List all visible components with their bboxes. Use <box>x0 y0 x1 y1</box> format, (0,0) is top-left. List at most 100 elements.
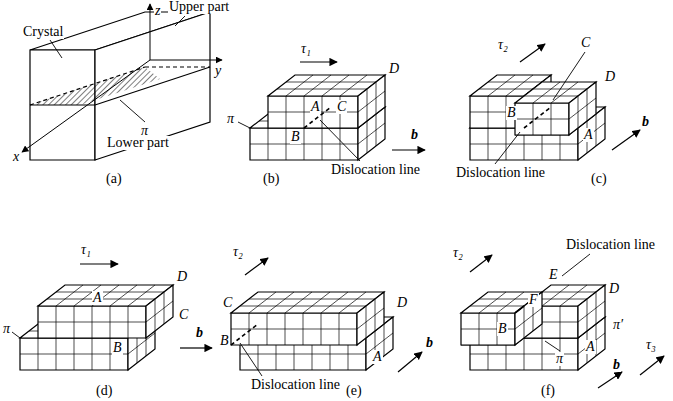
lattice-line <box>358 123 385 144</box>
lattice-line <box>56 285 83 306</box>
lattice-line <box>277 89 367 90</box>
point-label: z <box>154 4 161 18</box>
part-label: Dislocation line <box>330 163 421 177</box>
point-label: C <box>336 100 347 114</box>
lattice-line <box>267 292 294 313</box>
lattice-line <box>321 292 348 313</box>
point-label: y <box>214 64 222 78</box>
crystal-face <box>20 338 128 370</box>
point-label: D <box>388 62 400 76</box>
point-label: B <box>506 106 517 120</box>
point-label: A <box>583 128 594 142</box>
lattice-line <box>542 285 569 306</box>
point-label: (b) <box>262 172 280 186</box>
part-label: Dislocation line <box>455 166 546 180</box>
lattice-line <box>497 292 524 313</box>
lattice-line <box>479 89 533 90</box>
leader-line <box>495 132 520 164</box>
crystal-face <box>38 306 146 338</box>
lattice-line <box>542 292 596 293</box>
point-label: D <box>604 70 616 84</box>
point-label: (a) <box>105 172 123 186</box>
crystal-face <box>358 75 385 128</box>
lattice-line <box>250 144 358 145</box>
point-label: π <box>555 352 564 366</box>
point-label: π <box>2 322 11 336</box>
crystal-face <box>250 128 358 160</box>
leader-line <box>238 122 250 128</box>
force-arrow <box>520 44 545 62</box>
lattice-line <box>515 308 542 329</box>
force-arrow <box>80 263 118 264</box>
force-arrow <box>640 356 664 375</box>
leader-line <box>553 52 585 100</box>
leader-line <box>240 343 262 376</box>
lattice-line <box>322 75 349 96</box>
lattice-line <box>524 96 578 97</box>
lattice-line <box>357 308 384 329</box>
force-arrow <box>245 258 268 275</box>
point-label: C <box>222 296 233 310</box>
point-label: F <box>528 293 539 307</box>
lattice-line <box>249 299 375 300</box>
point-label: A <box>310 100 321 114</box>
dislocation-line <box>231 324 258 345</box>
part-label: Crystal <box>22 25 64 39</box>
force-arrow <box>470 255 492 272</box>
point-label: (f) <box>540 384 556 398</box>
point-label: τ₂ <box>452 246 464 260</box>
point-label: D <box>396 296 408 310</box>
lattice-line <box>479 292 506 313</box>
point-label: C <box>580 36 591 50</box>
point-label: b <box>612 358 621 372</box>
lattice-line <box>578 333 605 354</box>
point-label: τ₂ <box>497 38 509 52</box>
lattice-line <box>304 75 331 96</box>
coordinate-axis <box>150 60 222 61</box>
lattice-line <box>240 306 366 307</box>
point-label: A <box>372 350 383 364</box>
part-label: Dislocation line <box>565 238 656 252</box>
point-label: τ₁ <box>300 42 312 56</box>
lattice-line <box>240 354 366 355</box>
leader-line <box>120 100 145 122</box>
point-label: D <box>176 270 188 284</box>
point-label: (e) <box>345 384 363 398</box>
crystal-face <box>357 292 384 345</box>
lattice-line <box>146 301 173 322</box>
lattice-line <box>249 292 276 313</box>
force-arrow <box>398 352 422 372</box>
lattice-line <box>533 82 560 103</box>
point-label: A <box>92 291 103 305</box>
point-label: x <box>12 150 20 164</box>
leader-line <box>320 120 360 161</box>
point-label: π′ <box>612 318 624 332</box>
force-arrow <box>392 149 425 150</box>
point-label: b <box>641 115 650 129</box>
point-label: τ₂ <box>232 245 244 259</box>
slip-plane <box>30 67 145 105</box>
point-label: (d) <box>95 384 113 398</box>
force-arrow <box>300 61 337 62</box>
lattice-line <box>110 285 137 306</box>
dislocation-line <box>515 306 524 313</box>
lattice-line <box>358 91 385 112</box>
lattice-line <box>470 144 578 145</box>
point-label: b <box>410 128 419 142</box>
leader-line <box>50 40 62 58</box>
lattice-line <box>92 285 119 306</box>
point-label: C <box>178 308 189 322</box>
lattice-line <box>569 98 596 119</box>
point-label: τ₁ <box>80 243 92 257</box>
part-label: Dislocation line <box>250 378 341 392</box>
point-label: b <box>425 336 434 350</box>
slip-plane <box>30 104 95 105</box>
lattice-line <box>285 292 312 313</box>
crystal-face <box>515 103 569 135</box>
force-arrow <box>598 372 622 388</box>
crystal-face <box>30 50 95 160</box>
leader-line <box>12 332 20 338</box>
leader-line <box>175 16 185 26</box>
